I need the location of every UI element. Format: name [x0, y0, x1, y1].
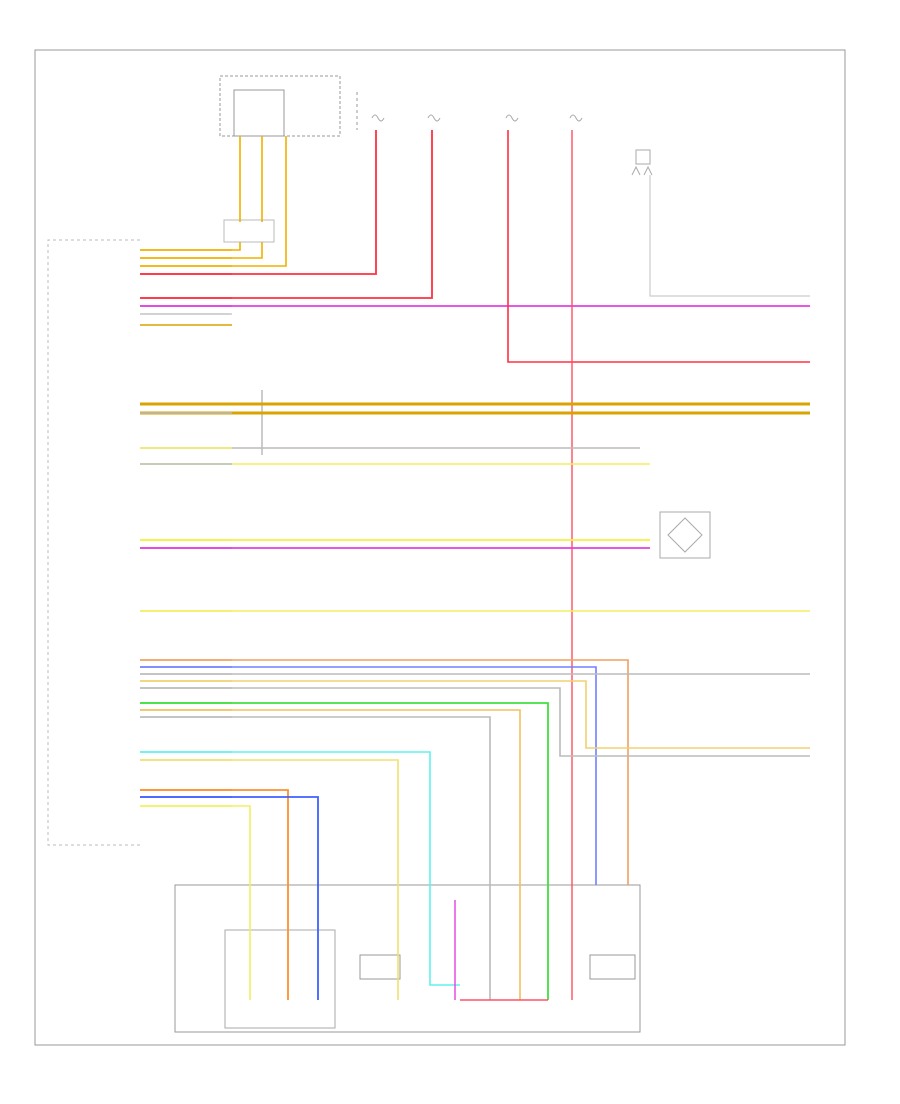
- wire-yellow-806: [140, 805, 251, 1000]
- wire-blue-tall: [140, 666, 597, 885]
- wire-fuse-a: [140, 130, 377, 275]
- wire-ic-1: [140, 136, 241, 251]
- instrument-cluster-box: [219, 75, 341, 137]
- wire-tan-710: [140, 709, 521, 1000]
- wire-ic-2: [140, 136, 263, 259]
- wire-green-703: [140, 702, 549, 1000]
- wire-ic-3: [140, 136, 287, 267]
- wire-orange-tall: [140, 659, 629, 885]
- wire-blue-797: [140, 796, 319, 1000]
- sensor-right-diamond: [667, 517, 703, 553]
- fuse-symbols: [371, 114, 653, 176]
- diagram-frame: [34, 49, 846, 1046]
- sensor-right-box: [659, 511, 711, 559]
- transmission-inner-left: [224, 929, 336, 1029]
- wire-cyan-752: [140, 751, 460, 986]
- instrument-cluster-inner: [233, 89, 285, 137]
- connector-c1: [223, 219, 275, 243]
- wire-fuse-c: [507, 130, 810, 363]
- wire-yellow-760: [140, 759, 399, 1000]
- transmission-box: [174, 884, 641, 1033]
- ecm-pin-group: [140, 249, 232, 807]
- wire-orange-790: [140, 789, 289, 1000]
- component-speed-sensor-box: [589, 954, 636, 980]
- wire-underhood: [649, 175, 810, 297]
- component-small-box: [359, 954, 401, 980]
- wire-grey-688: [140, 687, 810, 757]
- wire-grey-717: [140, 716, 491, 1000]
- ecm-box: [47, 239, 140, 846]
- wire-tan-681: [140, 680, 810, 749]
- wire-fuse-b: [140, 130, 433, 299]
- wire-group: [140, 130, 810, 1001]
